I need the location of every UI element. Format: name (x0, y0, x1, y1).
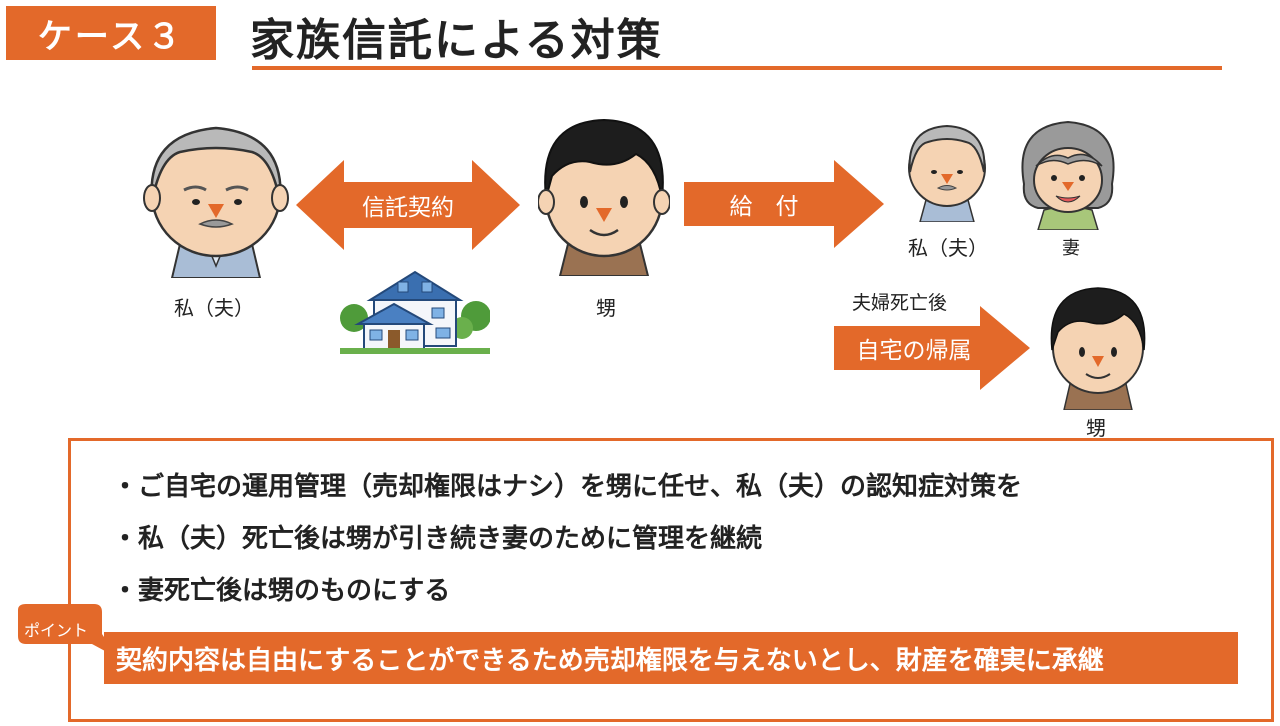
home-ownership-arrow (834, 306, 1030, 390)
nephew-small-illustration (1050, 287, 1146, 410)
title-underline (252, 66, 1222, 70)
trust-contract-label: 信託契約 (362, 195, 454, 221)
home-ownership-label: 自宅の帰属 (856, 338, 972, 364)
payment-label: 給 付 (729, 194, 799, 220)
house-illustration (340, 270, 490, 354)
wife-illustration (1021, 120, 1115, 230)
nephew-small-label: 甥 (1086, 416, 1106, 440)
grandfather-label: 私（夫） (174, 296, 254, 320)
trust-contract-double-arrow (296, 160, 520, 250)
grandfather-small-illustration (908, 124, 986, 222)
bullet-1: ・ご自宅の運用管理（売却権限はナシ）を甥に任せ、私（夫）の認知症対策を (112, 472, 1023, 502)
nephew-illustration (538, 118, 670, 276)
point-bubble (18, 604, 118, 658)
payment-arrow (684, 160, 884, 248)
page-title: 家族信託による対策 (250, 15, 663, 66)
conclusion-bar: 契約内容は自由にすることができるため売却権限を与えないとし、財産を確実に承継 (104, 632, 1238, 684)
grandfather-small-label: 私（夫） (908, 236, 988, 260)
case-badge: ケース３ (6, 6, 216, 60)
wife-label: 妻 (1062, 238, 1080, 259)
after-death-note: 夫婦死亡後 (852, 292, 948, 314)
grandfather-illustration (143, 126, 289, 278)
point-label: ポイント (23, 621, 88, 640)
bullet-2: ・私（夫）死亡後は甥が引き続き妻のために管理を継続 (112, 524, 763, 554)
nephew-label: 甥 (596, 296, 616, 320)
bullet-3: ・妻死亡後は甥のものにする (112, 576, 451, 606)
